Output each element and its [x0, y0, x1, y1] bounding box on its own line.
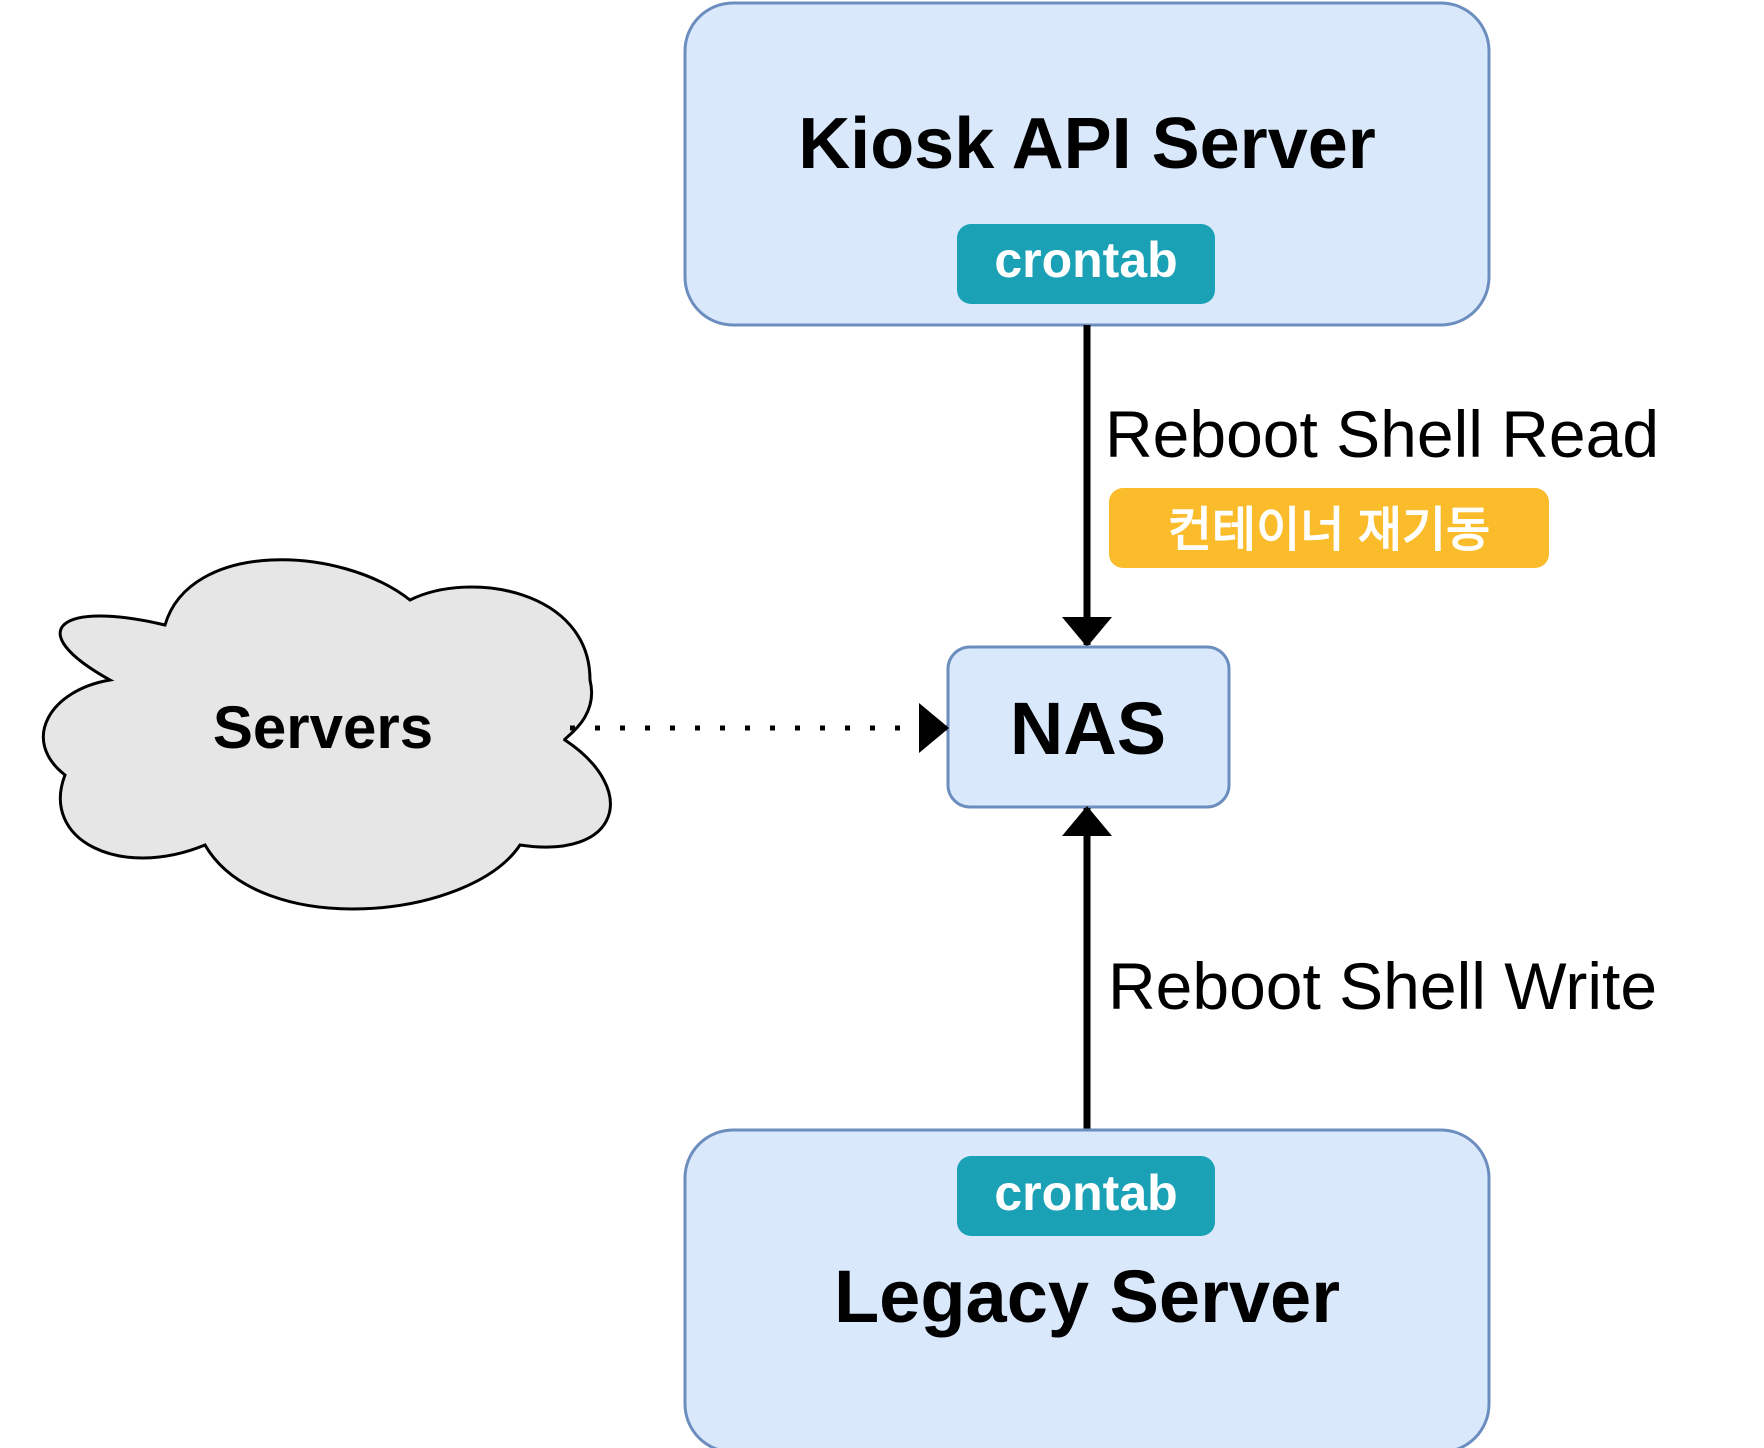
legacy-crontab-badge-label: crontab [994, 1165, 1177, 1221]
legacy-crontab-badge: crontab [957, 1156, 1215, 1236]
edge-kiosk-to-nas: Reboot Shell Read 컨테이너 재기동 [1062, 325, 1659, 647]
restart-container-badge: 컨테이너 재기동 [1109, 488, 1549, 568]
kiosk-crontab-badge: crontab [957, 224, 1215, 304]
servers-cloud-shape [41, 558, 612, 911]
edge-label-reboot-shell-write: Reboot Shell Write [1108, 949, 1657, 1023]
nas-title: NAS [1010, 687, 1166, 770]
servers-cloud-node: Servers [41, 558, 612, 911]
legacy-server-title: Legacy Server [834, 1255, 1340, 1338]
restart-container-badge-label: 컨테이너 재기동 [1168, 504, 1490, 557]
edge-legacy-to-nas: Reboot Shell Write [1062, 806, 1657, 1130]
kiosk-api-server-node: Kiosk API Server crontab [683, 1, 1491, 327]
nas-node: NAS [946, 645, 1231, 809]
servers-title: Servers [213, 694, 433, 761]
kiosk-api-server-title: Kiosk API Server [798, 104, 1376, 184]
legacy-server-node: crontab Legacy Server [683, 1128, 1491, 1448]
kiosk-crontab-badge-label: crontab [994, 232, 1177, 288]
edge-label-reboot-shell-read: Reboot Shell Read [1105, 397, 1659, 471]
legacy-server-box [683, 1128, 1491, 1448]
